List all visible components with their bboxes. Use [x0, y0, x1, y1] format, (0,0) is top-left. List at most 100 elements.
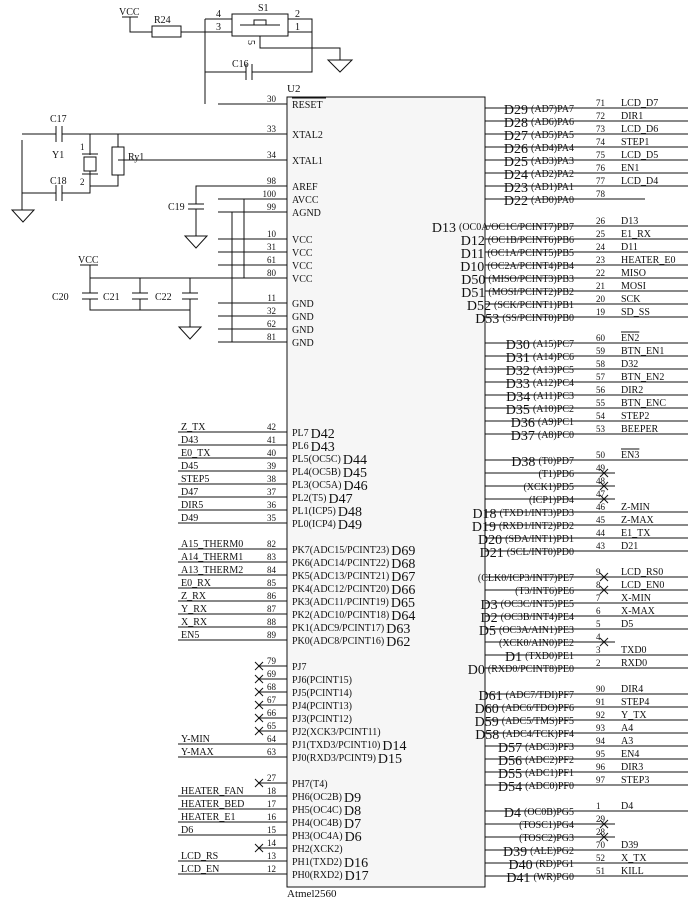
net-label: E1_TX: [621, 528, 651, 539]
pin-name: PH2(XCK2): [292, 844, 343, 855]
pin-number: 93: [596, 723, 606, 733]
gnd-symbol-s1: [326, 59, 354, 73]
vcc-bus: [89, 265, 287, 279]
pin-name: GND: [292, 325, 314, 336]
pin-number: 61: [267, 255, 276, 265]
pin-number: 63: [267, 747, 277, 757]
no-connect-mark: [599, 637, 609, 647]
pin-name: (AD7)PA7: [531, 104, 574, 115]
pin-number: 11: [267, 293, 276, 303]
arduino-pin-label: D41: [506, 871, 530, 886]
no-connect-mark: [254, 687, 264, 697]
pin-number: 79: [267, 656, 277, 666]
net-label: HEATER_E1: [181, 812, 235, 823]
arduino-pin-label: D14: [382, 739, 406, 754]
pin-name: (MISO/PCINT3)PB3: [488, 274, 574, 285]
pin-name: (ADC4/TCK)PF4: [502, 729, 574, 740]
pin-name: (OC3A/AIN1)PE3: [499, 625, 574, 636]
s1-label: S1: [258, 3, 269, 14]
net-label: HEATER_BED: [181, 799, 244, 810]
no-connect-mark: [599, 572, 609, 582]
pin-name: PH7(T4): [292, 779, 328, 790]
chip-ref: U2: [287, 83, 300, 95]
arduino-pin-label: D3: [481, 598, 498, 613]
net-label: STEP2: [621, 411, 649, 422]
pin-number: 27: [267, 773, 277, 783]
pin-name: PL7: [292, 428, 309, 439]
ry1-label: Ry1: [128, 152, 144, 163]
arduino-pin-label: D47: [328, 492, 352, 507]
pin-number: 2: [596, 658, 601, 668]
pin-number: 92: [596, 710, 605, 720]
net-label: Z-MAX: [621, 515, 655, 526]
vcc-top-label: VCC: [119, 7, 140, 18]
c18-label: C18: [50, 176, 67, 187]
net-label: LCD_D6: [621, 124, 658, 135]
net-label: E1_RX: [621, 229, 652, 240]
net-label: A4: [621, 723, 633, 734]
s1-pin-3: 3: [216, 22, 221, 33]
net-label: LCD_D4: [621, 176, 658, 187]
pin-number: 59: [596, 346, 606, 356]
pin-name: (ICP1)PD4: [529, 495, 574, 506]
net-label: Y-MIN: [181, 734, 210, 745]
pin-name: PJ5(PCINT14): [292, 688, 352, 699]
pin-name: (A14)PC6: [533, 352, 574, 363]
pin-number: 50: [596, 450, 606, 460]
pin-number: 57: [596, 372, 606, 382]
chip-part: Atmel2560: [287, 888, 337, 900]
pin-number: 7: [596, 593, 601, 603]
net-label: STEP5: [181, 474, 209, 485]
net-label: BTN_EN1: [621, 346, 664, 357]
arduino-pin-label: D11: [461, 247, 485, 262]
pin-number: 65: [267, 721, 277, 731]
pin-name: (T1)PD6: [538, 469, 574, 480]
pin-name: PH4(OC4B): [292, 818, 342, 829]
pin-name: (ADC1)PF1: [525, 768, 574, 779]
pin-name: (CLK0/ICP3/INT7)PE7: [478, 573, 574, 584]
pin-name: PH1(TXD2): [292, 857, 342, 868]
net-label: STEP3: [621, 775, 649, 786]
arduino-pin-label: D46: [343, 479, 367, 494]
net-label: X-MAX: [621, 606, 656, 617]
pin-number: 6: [596, 606, 601, 616]
no-connect-mark: [254, 661, 264, 671]
gnd-symbol-xtal: [10, 209, 36, 223]
net-label: A15_THERM0: [181, 539, 243, 550]
pin-name: PJ6(PCINT15): [292, 675, 352, 686]
pin-number: 76: [596, 163, 606, 173]
arduino-pin-label: D27: [504, 129, 528, 144]
pin-number: 73: [596, 124, 606, 134]
arduino-pin-label: D18: [472, 507, 496, 522]
pin-name: PL1(ICP5): [292, 506, 336, 517]
pin-number: 40: [267, 448, 277, 458]
pin-number: 77: [596, 176, 606, 186]
pin-name: VCC: [292, 261, 313, 272]
pin-name: XTAL1: [292, 156, 323, 167]
pin-name: PK2(ADC10/PCINT18): [292, 610, 389, 621]
net-label: LCD_RS: [181, 851, 218, 862]
pin-name: PK6(ADC14/PCINT22): [292, 558, 389, 569]
pin-number: 51: [596, 866, 605, 876]
pin-name: (A13)PC5: [533, 365, 574, 376]
arduino-pin-label: D62: [386, 635, 410, 650]
pin-number: 46: [596, 502, 606, 512]
net-label: HEATER_FAN: [181, 786, 244, 797]
pin-name: (RXD1/INT2)PD2: [499, 521, 574, 532]
pin-number: 86: [267, 591, 277, 601]
pin-number: 85: [267, 578, 277, 588]
net-label: Z_RX: [181, 591, 207, 602]
no-connect-mark: [599, 468, 609, 478]
agnd-wire: [231, 211, 287, 342]
pin-name: PJ7: [292, 662, 306, 673]
pin-number: 28: [596, 827, 606, 837]
net-label: BEEPER: [621, 424, 659, 435]
arduino-pin-label: D9: [344, 791, 361, 806]
pin-name: (A9)PC1: [538, 417, 574, 428]
arduino-pin-label: D55: [498, 767, 522, 782]
arduino-pin-label: D23: [504, 181, 528, 196]
net-label: TXD0: [621, 645, 647, 656]
net-label: Y-MAX: [181, 747, 215, 758]
y1-crystal: [83, 156, 97, 172]
arduino-pin-label: D39: [503, 845, 527, 860]
